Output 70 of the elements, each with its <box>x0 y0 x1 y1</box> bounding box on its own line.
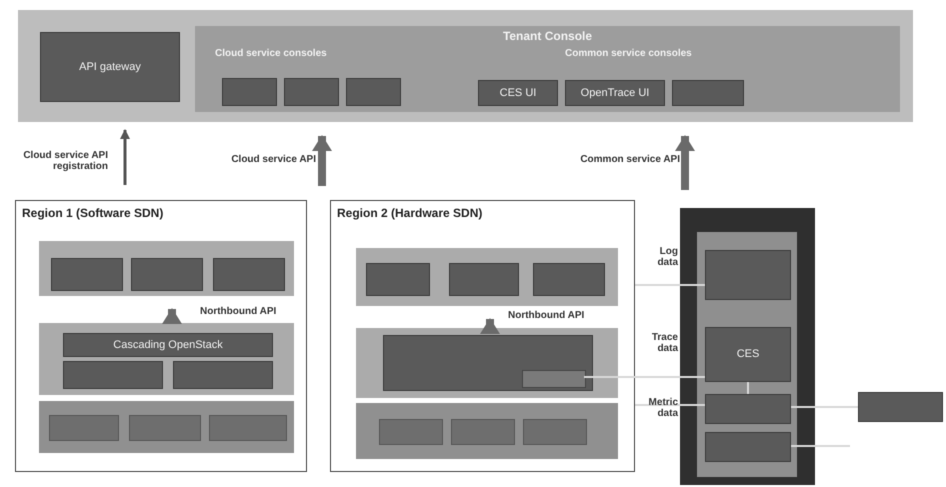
arrow <box>120 129 130 185</box>
device-box <box>523 419 587 445</box>
service-panel <box>680 208 815 485</box>
box-label: CES <box>736 348 760 361</box>
console-panel <box>195 26 900 112</box>
service-box <box>705 327 791 382</box>
console-box <box>478 80 558 106</box>
box-label: API gateway <box>78 60 142 74</box>
adapter-box <box>522 370 586 388</box>
control-layer <box>356 328 618 398</box>
device-box <box>451 419 515 445</box>
subheading: Cloud service consoles <box>215 48 328 60</box>
arrow <box>675 135 695 190</box>
module-box <box>173 361 273 389</box>
heading: Tenant Console <box>502 30 594 44</box>
console-band <box>18 10 913 122</box>
console-box <box>222 78 277 106</box>
edge-label: Metric data <box>648 397 678 419</box>
service-box <box>533 263 605 296</box>
device-box <box>379 419 443 445</box>
gateway-box <box>40 32 180 102</box>
service-layer <box>39 241 294 296</box>
arrow <box>480 318 500 334</box>
subheading: Common service consoles <box>565 48 693 60</box>
connector-line <box>635 404 705 406</box>
console-box <box>565 80 665 106</box>
service-inner-panel <box>697 232 797 477</box>
edge-label: Cloud service API <box>230 154 316 165</box>
connector-line <box>584 376 705 378</box>
api-label: Northbound API <box>200 306 276 317</box>
console-box <box>284 78 339 106</box>
control-layer <box>39 323 294 395</box>
heading: Region 1 (Software SDN) <box>22 207 164 221</box>
controller-box <box>383 335 593 391</box>
external-box <box>858 392 943 422</box>
service-box <box>51 258 123 291</box>
console-box <box>672 80 744 106</box>
box-label: Cascading OpenStack <box>112 338 224 352</box>
arrow <box>162 308 182 324</box>
service-box <box>705 250 791 300</box>
api-label: Northbound API <box>508 310 584 321</box>
service-box <box>213 258 285 291</box>
edge-label: Cloud service API registration <box>22 150 108 172</box>
service-box <box>449 263 519 296</box>
device-box <box>209 415 287 441</box>
region-frame <box>330 200 635 472</box>
device-box <box>49 415 119 441</box>
service-box <box>366 263 430 296</box>
connector-line <box>747 382 749 394</box>
arrow <box>312 135 332 186</box>
edge-label: Common service API <box>579 154 680 165</box>
service-box <box>705 432 791 462</box>
service-box <box>131 258 203 291</box>
device-layer <box>39 401 294 453</box>
box-label: CES UI <box>498 86 538 100</box>
service-layer <box>356 248 618 306</box>
box-label: OpenTrace UI <box>580 86 650 100</box>
service-box <box>705 394 791 424</box>
controller-box <box>63 333 273 357</box>
device-layer <box>356 403 618 459</box>
connector-line <box>791 445 850 447</box>
console-box <box>346 78 401 106</box>
connector-line <box>791 406 858 408</box>
edge-label: Trace data <box>650 332 678 354</box>
edge-label: Log data <box>656 246 678 268</box>
region-frame <box>15 200 307 472</box>
connector-line <box>635 284 705 286</box>
module-box <box>63 361 163 389</box>
device-box <box>129 415 201 441</box>
heading: Region 2 (Hardware SDN) <box>337 207 484 221</box>
